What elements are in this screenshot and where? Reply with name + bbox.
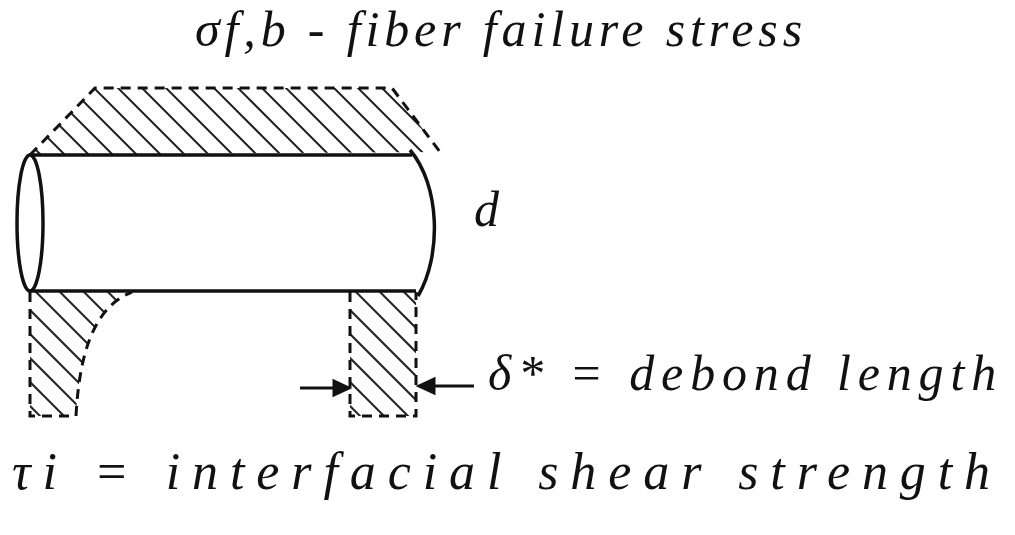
matrix-hatching	[0, 85, 532, 420]
annotation-label: δ* = debond length	[488, 348, 1003, 398]
debond-dimension-arrows	[300, 379, 474, 395]
dimension-label: d	[474, 184, 499, 234]
annotation-label: σf,b - fiber failure stress	[195, 4, 807, 54]
annotation-label: τi = interfacial shear strength	[12, 446, 1002, 498]
stress-profile-outline	[30, 88, 440, 416]
fiber-cylinder	[17, 150, 434, 296]
